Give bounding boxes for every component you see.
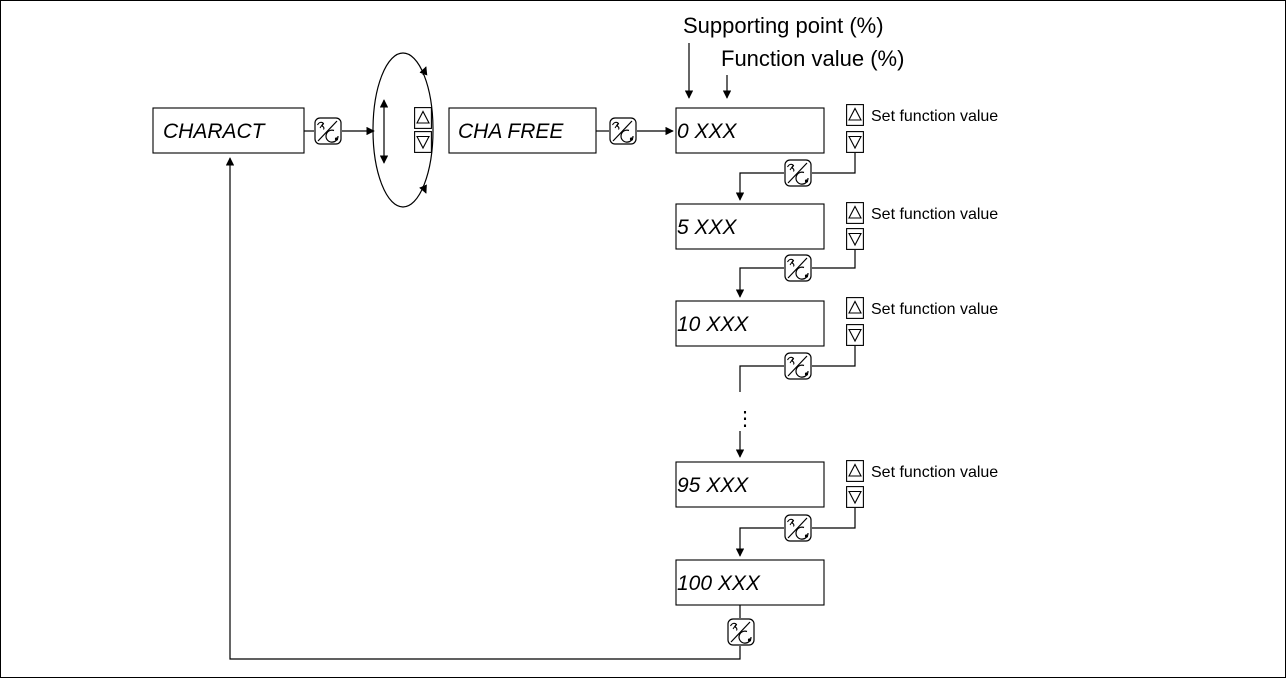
hand-rotary-key-icon[interactable] xyxy=(784,514,812,542)
point-box-95[interactable] xyxy=(675,461,825,508)
down-arrow-key-icon[interactable] xyxy=(846,228,864,250)
selection-loop xyxy=(372,52,434,208)
set-function-value-label-0: Set function value xyxy=(871,108,998,125)
charact-menu-text: CHARACT xyxy=(163,120,267,143)
charact-menu-box[interactable] xyxy=(152,107,305,154)
function-value-label: Function value (%) xyxy=(721,46,904,71)
down-arrow-key-icon[interactable] xyxy=(414,131,432,153)
hand-rotary-key-icon[interactable] xyxy=(314,117,342,145)
cha-free-menu-text: CHA FREE xyxy=(458,120,564,143)
set-function-value-label-1: Set function value xyxy=(871,206,998,223)
return-arrow xyxy=(225,157,741,660)
set-function-value-label-2: Set function value xyxy=(871,301,998,318)
up-arrow-key-icon[interactable] xyxy=(846,460,864,482)
set-function-value-label-3: Set function value xyxy=(871,464,998,481)
hand-rotary-key-icon[interactable] xyxy=(727,618,755,646)
point-box-5[interactable] xyxy=(675,203,825,250)
down-arrow-key-icon[interactable] xyxy=(846,486,864,508)
point-text-95: 95 XXX xyxy=(677,474,749,497)
ellipsis: ⋮ xyxy=(735,408,755,430)
point-text-10: 10 XXX xyxy=(677,313,749,336)
hand-rotary-key-icon[interactable] xyxy=(784,352,812,380)
up-arrow-key-icon[interactable] xyxy=(846,104,864,126)
hand-rotary-key-icon[interactable] xyxy=(784,159,812,187)
point-text-5: 5 XXX xyxy=(677,216,738,239)
point-text-0: 0 XXX xyxy=(677,120,738,143)
up-arrow-key-icon[interactable] xyxy=(846,202,864,224)
point-box-100[interactable] xyxy=(675,559,825,606)
point-text-100: 100 XXX xyxy=(677,572,761,595)
supporting-point-label: Supporting point (%) xyxy=(683,13,884,38)
up-arrow-key-icon[interactable] xyxy=(414,107,432,129)
down-arrow-key-icon[interactable] xyxy=(846,324,864,346)
down-arrow-key-icon[interactable] xyxy=(846,131,864,153)
hand-rotary-key-icon[interactable] xyxy=(784,254,812,282)
point-box-10[interactable] xyxy=(675,300,825,347)
hand-rotary-key-icon[interactable] xyxy=(609,117,637,145)
up-arrow-key-icon[interactable] xyxy=(846,297,864,319)
point-box-0[interactable] xyxy=(675,107,825,154)
